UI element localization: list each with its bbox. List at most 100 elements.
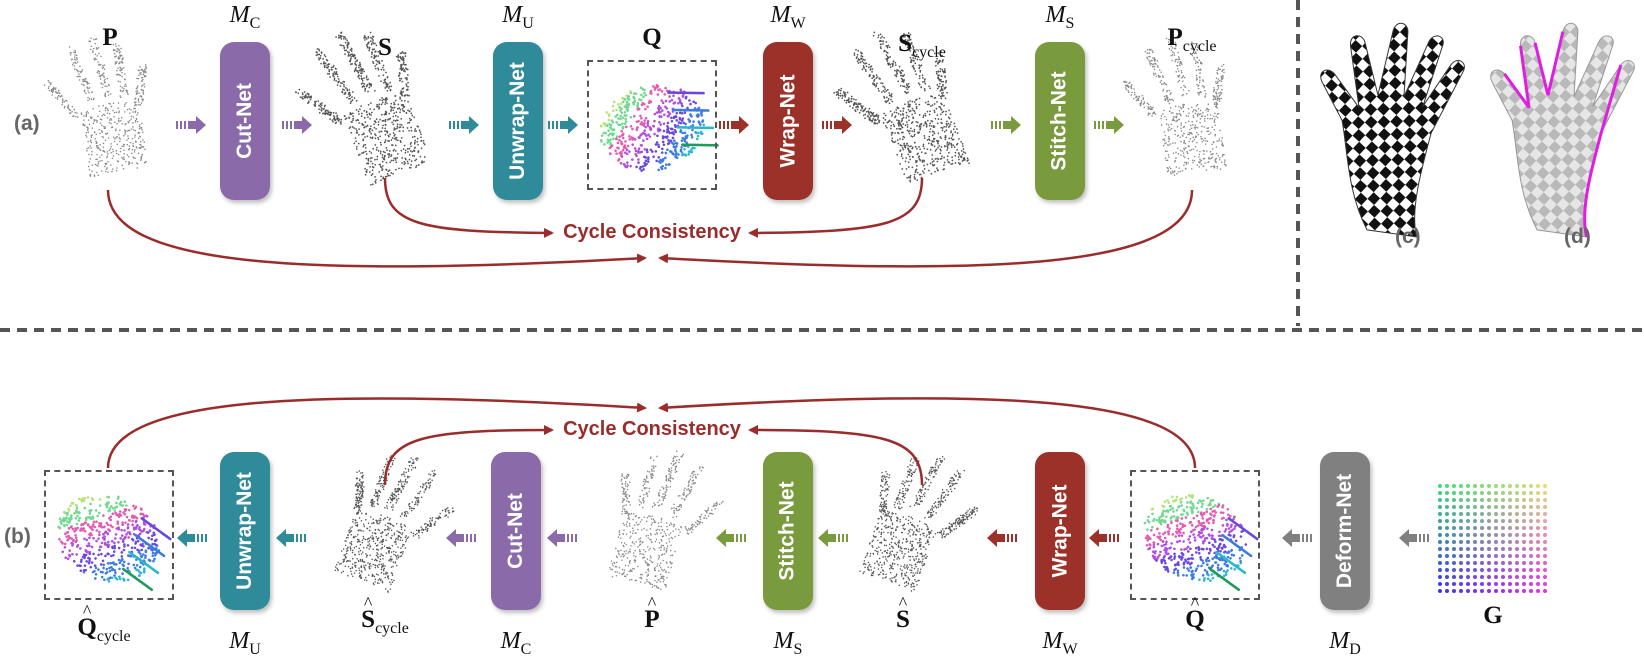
module-wrap-a-sub: W bbox=[790, 14, 806, 32]
panel-d-tag: (d) bbox=[1564, 225, 1591, 248]
symbol-q-hat-cycle-sub: cycle bbox=[96, 628, 131, 645]
cloud-s bbox=[294, 31, 426, 186]
module-cut-b-base: M bbox=[500, 628, 521, 654]
cycle-curve-a-outer-right bbox=[658, 189, 1194, 268]
arrow-b1 bbox=[1399, 529, 1429, 547]
deform-net-b: Deform-Net bbox=[1320, 452, 1370, 610]
symbol-s-hat: S bbox=[896, 606, 910, 634]
uv-box-q-hat bbox=[1130, 470, 1260, 600]
module-unwrap-b-sub: U bbox=[249, 640, 261, 658]
module-stitch-a: MS bbox=[1046, 2, 1075, 33]
symbol-g-text: G bbox=[1483, 602, 1503, 629]
stitch-net-a-label: Stitch-Net bbox=[1048, 71, 1072, 171]
arrow-a3 bbox=[449, 116, 479, 134]
symbol-s-cycle: Scycle bbox=[898, 30, 946, 62]
unwrap-net-b-label: Unwrap-Net bbox=[233, 472, 256, 590]
symbol-q-hat: Q bbox=[1185, 606, 1204, 634]
arrow-b9 bbox=[276, 529, 306, 547]
cloud-p-cycle bbox=[1123, 37, 1227, 176]
stitch-net-b-label: Stitch-Net bbox=[776, 481, 800, 581]
cycle-consistency-a: Cycle Consistency bbox=[563, 221, 741, 243]
textured-hand-c bbox=[1320, 22, 1465, 238]
module-unwrap-b-base: M bbox=[229, 628, 250, 654]
symbol-s-hat-text: S bbox=[896, 606, 910, 634]
unwrap-net-b: Unwrap-Net bbox=[220, 452, 270, 610]
wrap-net-b: Wrap-Net bbox=[1035, 452, 1085, 610]
cloud-s-hat bbox=[859, 456, 979, 592]
module-stitch-b-base: M bbox=[773, 628, 794, 654]
symbol-s-hat-cycle: Scycle bbox=[361, 606, 409, 638]
symbol-s-cycle-sub: cycle bbox=[912, 44, 946, 61]
unwrap-net-a-label: Unwrap-Net bbox=[506, 62, 529, 180]
cycle-curve-b-inner-left bbox=[383, 425, 554, 486]
symbol-g: G bbox=[1483, 602, 1502, 630]
symbol-p-cycle-base: P bbox=[1167, 24, 1183, 51]
cut-net-b-label: Cut-Net bbox=[504, 493, 528, 569]
arrow-a8 bbox=[1094, 116, 1124, 134]
uv-box-q-cycle bbox=[44, 470, 174, 600]
module-wrap-b: MW bbox=[1042, 628, 1077, 659]
cut-net-a: Cut-Net bbox=[220, 42, 270, 200]
wrap-net-a-label: Wrap-Net bbox=[776, 74, 800, 168]
arrow-b4 bbox=[987, 529, 1017, 547]
module-wrap-b-sub: W bbox=[1062, 640, 1078, 658]
symbol-p: P bbox=[102, 24, 117, 52]
unwrap-net-a: Unwrap-Net bbox=[493, 42, 543, 200]
cycle-consistency-b: Cycle Consistency bbox=[563, 418, 741, 440]
arrow-a6 bbox=[822, 116, 852, 134]
module-unwrap-a: MU bbox=[502, 2, 534, 33]
cycle-curve-a-inner-right bbox=[748, 177, 924, 238]
cut-net-b: Cut-Net bbox=[491, 452, 541, 610]
cloud-p-hat bbox=[609, 450, 724, 590]
uv-q-hat bbox=[1143, 493, 1259, 592]
seam-hand-d bbox=[1490, 22, 1635, 238]
module-deform-b: MD bbox=[1329, 628, 1361, 659]
uv-q bbox=[599, 83, 719, 172]
wrap-net-a: Wrap-Net bbox=[763, 42, 813, 200]
module-deform-b-sub: D bbox=[1349, 640, 1361, 658]
cycle-curve-a-inner-left bbox=[383, 177, 554, 238]
arrow-a1 bbox=[176, 116, 206, 134]
cycle-curve-b-inner-right bbox=[748, 425, 924, 486]
arrow-b6 bbox=[716, 529, 746, 547]
module-cut-a-sub: C bbox=[249, 14, 261, 32]
symbol-s-cycle-base: S bbox=[898, 30, 913, 57]
arrow-a4 bbox=[548, 116, 578, 134]
module-stitch-a-sub: S bbox=[1065, 14, 1075, 32]
module-stitch-a-base: M bbox=[1045, 2, 1066, 28]
arrow-b2 bbox=[1282, 529, 1312, 547]
module-unwrap-a-sub: U bbox=[522, 14, 534, 32]
stitch-net-b: Stitch-Net bbox=[763, 452, 813, 610]
symbol-p-hat-text: P bbox=[644, 606, 659, 634]
symbol-p-cycle-sub: cycle bbox=[1182, 38, 1217, 55]
symbol-q: Q bbox=[642, 24, 661, 52]
stitch-net-a: Stitch-Net bbox=[1035, 42, 1085, 200]
module-stitch-b-sub: S bbox=[793, 640, 803, 658]
module-unwrap-b: MU bbox=[229, 628, 261, 659]
module-wrap-a: MW bbox=[770, 2, 805, 33]
uv-box-q bbox=[587, 60, 717, 190]
cut-net-a-label: Cut-Net bbox=[233, 83, 257, 159]
cloud-s-hat-cycle bbox=[334, 455, 455, 593]
symbol-s-text: S bbox=[378, 34, 392, 61]
arrow-a7 bbox=[991, 116, 1021, 134]
module-unwrap-a-base: M bbox=[502, 2, 523, 28]
cycle-curve-b-outer-right bbox=[658, 397, 1197, 469]
grid-g bbox=[1438, 484, 1547, 593]
symbol-q-hat-cycle-base: Q bbox=[77, 614, 96, 642]
module-cut-b: MC bbox=[501, 628, 532, 659]
arrow-b5 bbox=[818, 529, 848, 547]
module-cut-a-base: M bbox=[229, 2, 250, 28]
deform-net-b-label: Deform-Net bbox=[1333, 473, 1356, 589]
module-cut-b-sub: C bbox=[520, 640, 532, 658]
symbol-s: S bbox=[378, 34, 392, 62]
panel-b-tag: (b) bbox=[4, 525, 31, 548]
arrow-b3 bbox=[1089, 529, 1119, 547]
arrow-b7 bbox=[547, 529, 577, 547]
symbol-p-text: P bbox=[102, 24, 118, 51]
arrow-a2 bbox=[282, 116, 312, 134]
symbol-p-hat: P bbox=[644, 606, 659, 634]
module-wrap-a-base: M bbox=[770, 2, 791, 28]
